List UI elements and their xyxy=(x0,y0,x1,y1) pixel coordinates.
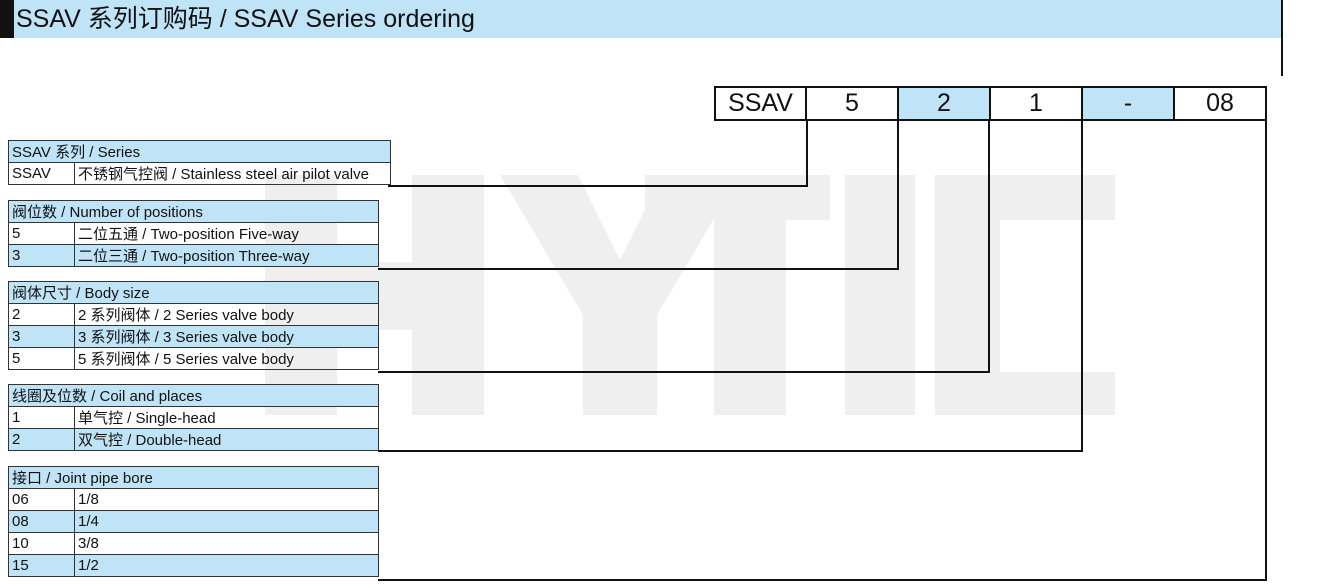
table-row: 10 3/8 xyxy=(8,532,379,555)
code-segment-body-size: 2 xyxy=(897,86,991,121)
table-row: SSAV 不锈钢气控阀 / Stainless steel air pilot … xyxy=(8,162,391,185)
table-row: 15 1/2 xyxy=(8,554,379,577)
table-row: 3 二位三通 / Two-position Three-way xyxy=(8,244,379,267)
table-row: 5 二位五通 / Two-position Five-way xyxy=(8,222,379,245)
positions-table: 阀位数 / Number of positions 5 二位五通 / Two-p… xyxy=(8,200,379,267)
table-row: 5 5 系列阀体 / 5 Series valve body xyxy=(8,347,379,370)
table-header: 接口 / Joint pipe bore xyxy=(8,466,379,489)
table-row: 2 双气控 / Double-head xyxy=(8,428,379,451)
table-header: 线圈及位数 / Coil and places xyxy=(8,384,379,407)
table-header: 阀位数 / Number of positions xyxy=(8,200,379,223)
code-segment-joint: 08 xyxy=(1173,86,1267,121)
title-bar: SSAV 系列订购码 / SSAV Series ordering xyxy=(0,0,1283,38)
right-edge-rule xyxy=(1281,0,1283,76)
series-table: SSAV 系列 / Series SSAV 不锈钢气控阀 / Stainless… xyxy=(8,140,391,185)
table-row: 08 1/4 xyxy=(8,510,379,533)
code-segment-coil: 1 xyxy=(989,86,1083,121)
table-header: 阀体尺寸 / Body size xyxy=(8,281,379,304)
page-title: SSAV 系列订购码 / SSAV Series ordering xyxy=(16,5,475,33)
coil-table: 线圈及位数 / Coil and places 1 单气控 / Single-h… xyxy=(8,384,379,451)
table-row: 2 2 系列阀体 / 2 Series valve body xyxy=(8,303,379,326)
body-size-table: 阀体尺寸 / Body size 2 2 系列阀体 / 2 Series val… xyxy=(8,281,379,370)
joint-bore-table: 接口 / Joint pipe bore 06 1/8 08 1/4 10 3/… xyxy=(8,466,379,577)
code-segment-series: SSAV xyxy=(714,86,807,121)
table-header: SSAV 系列 / Series xyxy=(8,140,391,163)
table-row: 06 1/8 xyxy=(8,488,379,511)
table-row: 3 3 系列阀体 / 3 Series valve body xyxy=(8,325,379,348)
title-marker xyxy=(0,0,14,38)
code-segment-positions: 5 xyxy=(805,86,899,121)
table-row: 1 单气控 / Single-head xyxy=(8,406,379,429)
code-segment-separator: - xyxy=(1081,86,1175,121)
